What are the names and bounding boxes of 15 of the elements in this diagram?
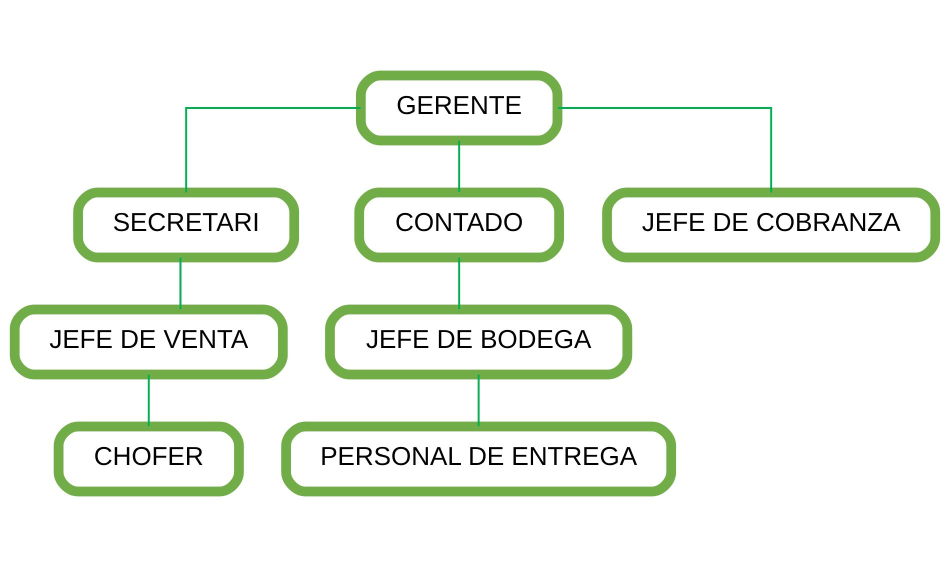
connector [185, 107, 361, 192]
connector [458, 258, 460, 310]
connector [458, 140, 460, 192]
node-box: GERENTE [356, 70, 562, 146]
node-box: CONTADO [354, 188, 564, 262]
connector [558, 107, 772, 192]
node-box: JEFE DE VENTA [10, 304, 288, 380]
connector [180, 258, 182, 310]
node-box: PERSONAL DE ENTREGA [281, 422, 676, 496]
connector [148, 374, 150, 426]
node-box: JEFE DE COBRANZA [602, 188, 940, 262]
node-box: CHOFER [54, 422, 244, 496]
node-box: SECRETARI [73, 188, 300, 262]
connector [478, 374, 480, 426]
node-box: JEFE DE BODEGA [325, 304, 632, 380]
